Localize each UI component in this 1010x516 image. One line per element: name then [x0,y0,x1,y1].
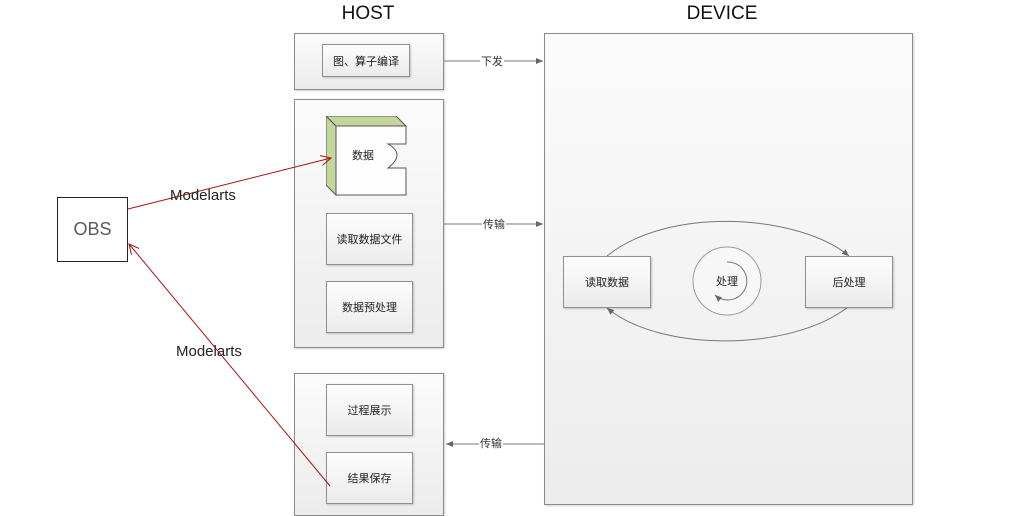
dispatch-label: 下发 [480,55,504,68]
transfer-out-label: 传输 [479,437,503,450]
data-preprocess-label: 数据预处理 [342,301,397,314]
process-display-node[interactable]: 过程展示 [326,384,413,436]
result-save-node[interactable]: 结果保存 [326,452,413,504]
data-store-node[interactable]: 数据 [324,114,408,197]
process-outer-circle [692,246,762,316]
device-bottom-arc [606,306,849,342]
data-preprocess-node[interactable]: 数据预处理 [326,281,413,333]
obs-node[interactable]: OBS [57,197,128,262]
graph-operator-compile-label: 图、算子编译 [333,54,399,68]
process-cycle-arrow [714,261,748,302]
modelarts-out-arrow [129,244,331,487]
modelarts-in-arrow [127,158,331,210]
process-display-label: 过程展示 [347,404,392,417]
device-postprocess-node[interactable]: 后处理 [805,256,893,308]
device-read-data-node[interactable]: 读取数据 [563,256,651,308]
device-process-node[interactable]: 处理 [707,273,747,289]
device-postprocess-label: 后处理 [832,276,866,289]
read-data-file-node[interactable]: 读取数据文件 [326,213,413,265]
host-header: HOST [341,3,395,24]
read-data-file-label: 读取数据文件 [336,233,403,246]
obs-label: OBS [73,219,112,239]
modelarts-out-label: Modelarts [176,343,242,360]
device-header: DEVICE [686,3,758,24]
device-top-arc [606,220,850,257]
transfer-in-label: 传输 [482,218,506,231]
graph-operator-compile-node[interactable]: 图、算子编译 [322,44,410,77]
device-process-label: 处理 [716,275,738,288]
device-read-data-label: 读取数据 [585,276,629,289]
modelarts-in-label: Modelarts [170,187,236,204]
data-store-label: 数据 [352,149,374,162]
data-store-shape [324,114,408,197]
result-save-label: 结果保存 [347,472,392,485]
